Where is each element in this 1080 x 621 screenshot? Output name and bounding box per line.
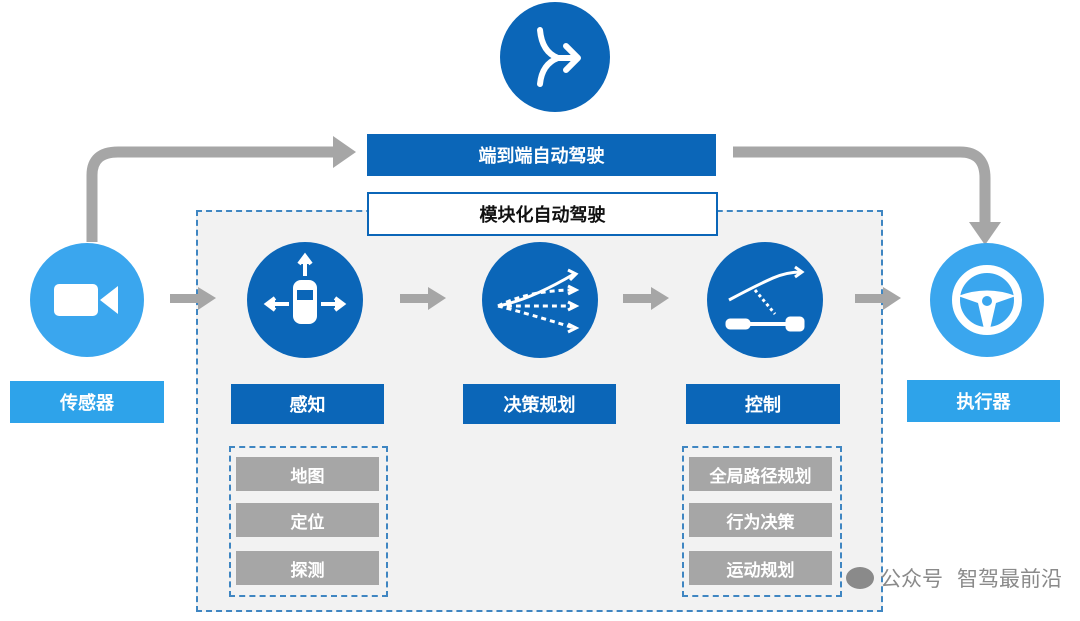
control-item: 全局路径规划 bbox=[689, 457, 832, 491]
module-label-perception: 感知 bbox=[231, 384, 384, 424]
trajectory-control-icon bbox=[707, 242, 823, 358]
flow-arrows bbox=[170, 287, 901, 310]
actuator-label: 执行器 bbox=[907, 380, 1060, 422]
arrowhead-down bbox=[969, 222, 1001, 245]
perception-item: 定位 bbox=[236, 503, 379, 537]
end-to-end-label: 端到端自动驾驶 bbox=[367, 134, 716, 176]
watermark-name: 智驾最前沿 bbox=[957, 567, 1062, 591]
wechat-icon bbox=[846, 567, 874, 589]
steering-wheel-icon bbox=[930, 243, 1044, 357]
modular-label: 模块化自动驾驶 bbox=[367, 192, 718, 236]
control-item: 行为决策 bbox=[689, 503, 832, 537]
sensor-label: 传感器 bbox=[10, 381, 164, 423]
module-label-control: 控制 bbox=[686, 384, 840, 424]
perception-subgroup bbox=[229, 446, 388, 597]
module-label-decision: 决策规划 bbox=[463, 384, 616, 424]
end-to-end-arrow-right bbox=[733, 146, 991, 225]
branching-paths-icon bbox=[482, 242, 598, 358]
car-directions-icon bbox=[247, 242, 363, 358]
arrowhead-right bbox=[333, 136, 356, 168]
control-subgroup bbox=[682, 446, 842, 597]
perception-item: 地图 bbox=[236, 457, 379, 491]
control-item: 运动规划 bbox=[689, 551, 832, 585]
watermark-prefix: 公众号 bbox=[880, 567, 943, 591]
video-camera-icon bbox=[30, 243, 144, 357]
perception-item: 探测 bbox=[236, 551, 379, 585]
merge-icon bbox=[500, 2, 610, 112]
end-to-end-arrow-left bbox=[86, 146, 335, 242]
watermark: 公众号 智驾最前沿 bbox=[846, 563, 1062, 593]
